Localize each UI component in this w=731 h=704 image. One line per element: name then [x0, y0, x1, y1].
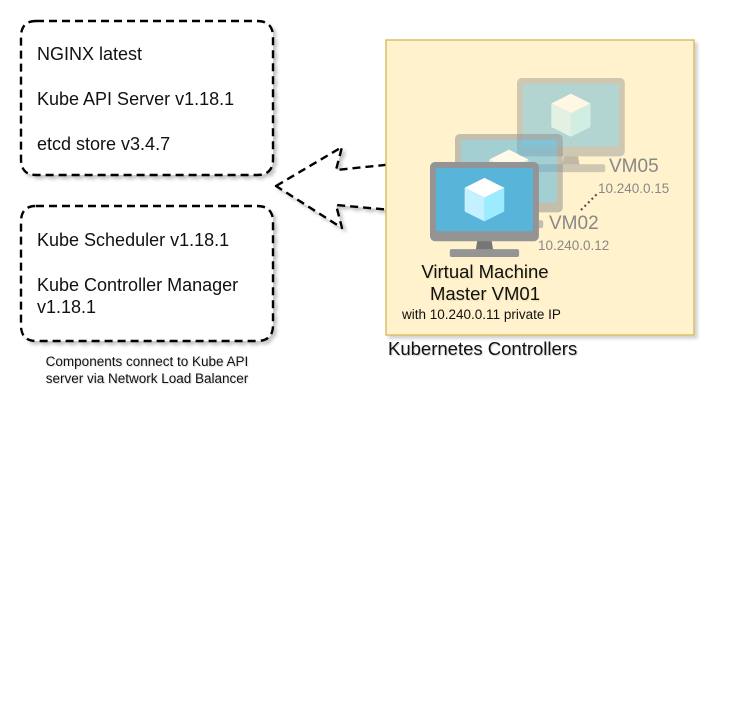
component-nginx: NGINX latest [37, 44, 143, 64]
component-kube-scheduler: Kube Scheduler v1.18.1 [37, 230, 230, 250]
component-kube-api-server: Kube API Server v1.18.1 [37, 89, 235, 109]
kubernetes-controllers-title: Kubernetes Controllers [388, 338, 578, 359]
master-vm-name: Master VM01 [429, 283, 540, 304]
component-kube-controller-manager: Kube Controller Manager [37, 275, 239, 295]
vm05-label: VM05 [609, 156, 659, 177]
caption-line-1: Components connect to Kube API [45, 354, 249, 369]
vm02-ip: 10.240.0.12 [538, 238, 610, 253]
master-vm-ip-note: with 10.240.0.11 private IP [402, 307, 561, 322]
component-etcd: etcd store v3.4.7 [37, 134, 171, 154]
vm02-label: VM02 [549, 213, 599, 234]
components-box-scheduler [19, 204, 275, 343]
caption-line-2: server via Network Load Balancer [45, 371, 249, 386]
components-box-api [19, 19, 275, 177]
vm-dotted-connector [580, 193, 598, 211]
master-vm-title: Virtual Machine [421, 261, 549, 282]
vm05-ip: 10.240.0.15 [598, 181, 670, 196]
component-kube-controller-manager-version: v1.18.1 [37, 297, 97, 317]
